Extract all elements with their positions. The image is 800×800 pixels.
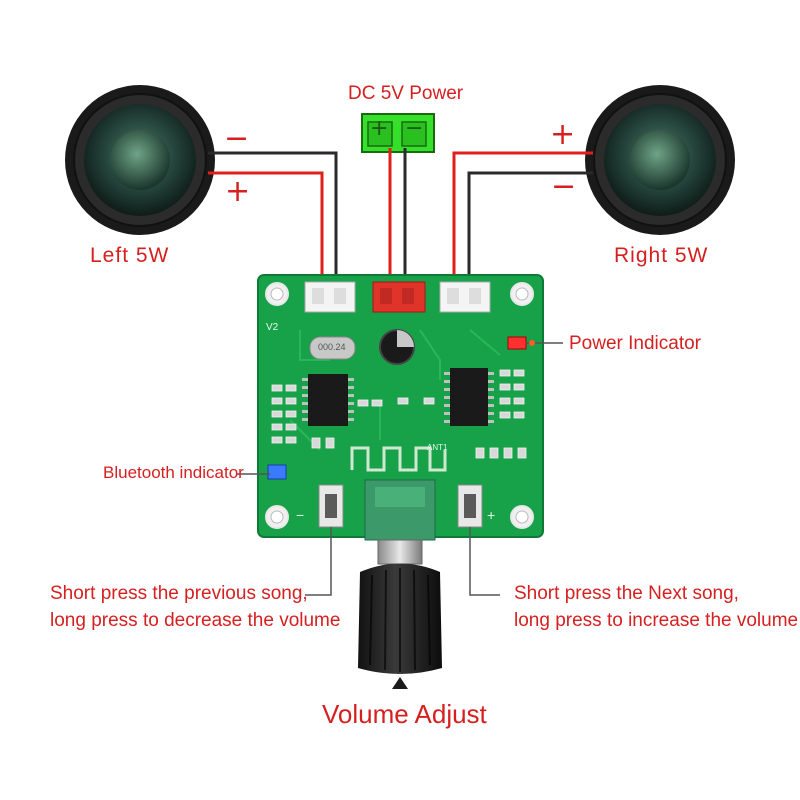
board-minus-mark: −	[296, 507, 305, 523]
leader-lines	[237, 340, 563, 596]
antenna-trace	[350, 446, 447, 472]
right-speaker	[585, 85, 735, 235]
prev-button	[318, 484, 344, 528]
left-speaker-label: Left 5W	[90, 244, 170, 267]
amp-chip	[450, 368, 488, 426]
prev-label-line2: long press to decrease the volume	[50, 610, 341, 631]
next-button	[457, 484, 483, 528]
power-led	[507, 336, 527, 350]
power-plus-sign: +	[370, 116, 389, 141]
crystal	[309, 336, 356, 360]
antenna-marking: ANT1	[427, 443, 448, 452]
left-speaker	[65, 85, 215, 235]
volume-adjust-label: Volume Adjust	[322, 699, 487, 729]
right-minus-sign: −	[551, 169, 577, 204]
board-version: V2	[266, 322, 279, 333]
next-label-line1: Short press the Next song,	[514, 583, 739, 604]
power-supply-connector	[361, 113, 435, 153]
mount-holes	[265, 282, 534, 529]
power-minus-sign: −	[405, 116, 424, 141]
left-plus-sign: +	[225, 174, 251, 209]
volume-knob	[358, 539, 442, 689]
left-minus-sign: −	[224, 121, 250, 156]
bluetooth-indicator-label: Bluetooth indicator	[103, 463, 244, 482]
right-plus-sign: +	[550, 117, 576, 152]
next-label-line2: long press to increase the volume	[514, 610, 799, 631]
left-red-wire	[208, 171, 324, 285]
right-speaker-label: Right 5W	[614, 244, 709, 267]
prev-label-line1: Short press the previous song,	[50, 583, 308, 604]
left-black-wire	[208, 151, 338, 285]
pcb-board	[257, 274, 544, 541]
board-plus-mark: +	[487, 507, 496, 523]
wires	[208, 148, 593, 285]
bluetooth-led	[267, 464, 287, 480]
right-red-wire	[452, 151, 593, 285]
volume-pointer	[392, 677, 408, 689]
bt-chip	[308, 374, 348, 426]
power-indicator-label: Power Indicator	[569, 333, 702, 354]
crystal-marking: 000.24	[318, 342, 346, 352]
right-black-wire	[467, 171, 593, 285]
power-supply-label: DC 5V Power	[348, 83, 464, 104]
